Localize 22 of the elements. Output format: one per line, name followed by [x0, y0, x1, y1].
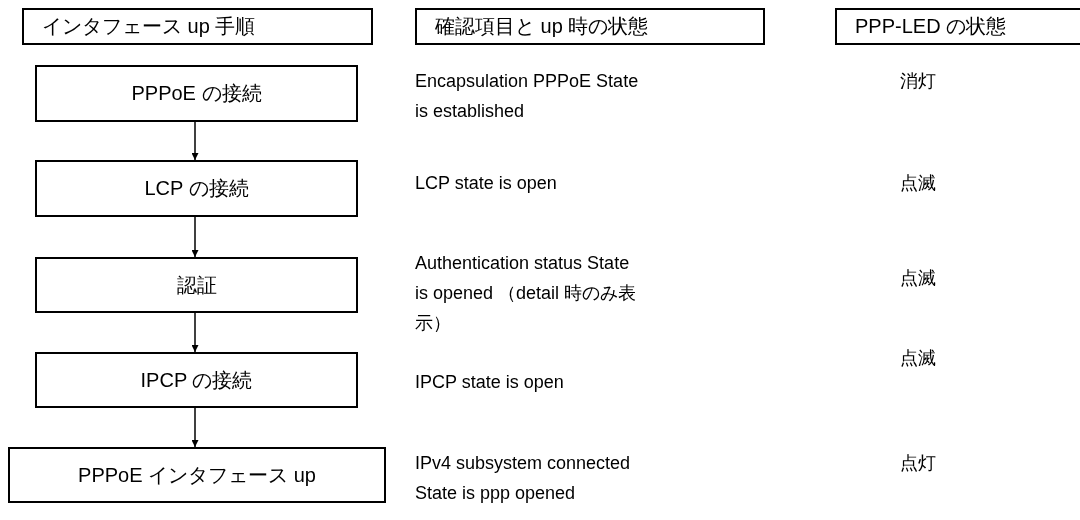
column-header: 確認項目と up 時の状態 [415, 8, 765, 45]
process-box: PPPoE インタフェース up [8, 447, 386, 503]
status-text: IPCP state is open [415, 371, 565, 394]
led-state: 点滅 [900, 267, 937, 290]
status-text: Authentication status State is opened （detail 時のみ表示） [415, 252, 638, 335]
process-box: LCP の接続 [35, 160, 358, 217]
led-state: 点灯 [900, 452, 937, 475]
status-text: Encapsulation PPPoE State is established [415, 70, 640, 123]
process-box: 認証 [35, 257, 358, 313]
arrow [191, 216, 199, 258]
column-header: インタフェース up 手順 [22, 8, 373, 45]
status-text: IPv4 subsystem connected State is ppp opened [415, 452, 632, 505]
status-text: LCP state is open [415, 172, 558, 195]
column-header: PPP-LED の状態 [835, 8, 1080, 45]
arrow [191, 407, 199, 448]
led-state: 消灯 [900, 70, 937, 93]
process-box: IPCP の接続 [35, 352, 358, 408]
led-state: 点滅 [900, 347, 937, 370]
arrow [191, 312, 199, 353]
process-box: PPPoE の接続 [35, 65, 358, 122]
arrow [191, 121, 199, 161]
led-state: 点滅 [900, 172, 937, 195]
